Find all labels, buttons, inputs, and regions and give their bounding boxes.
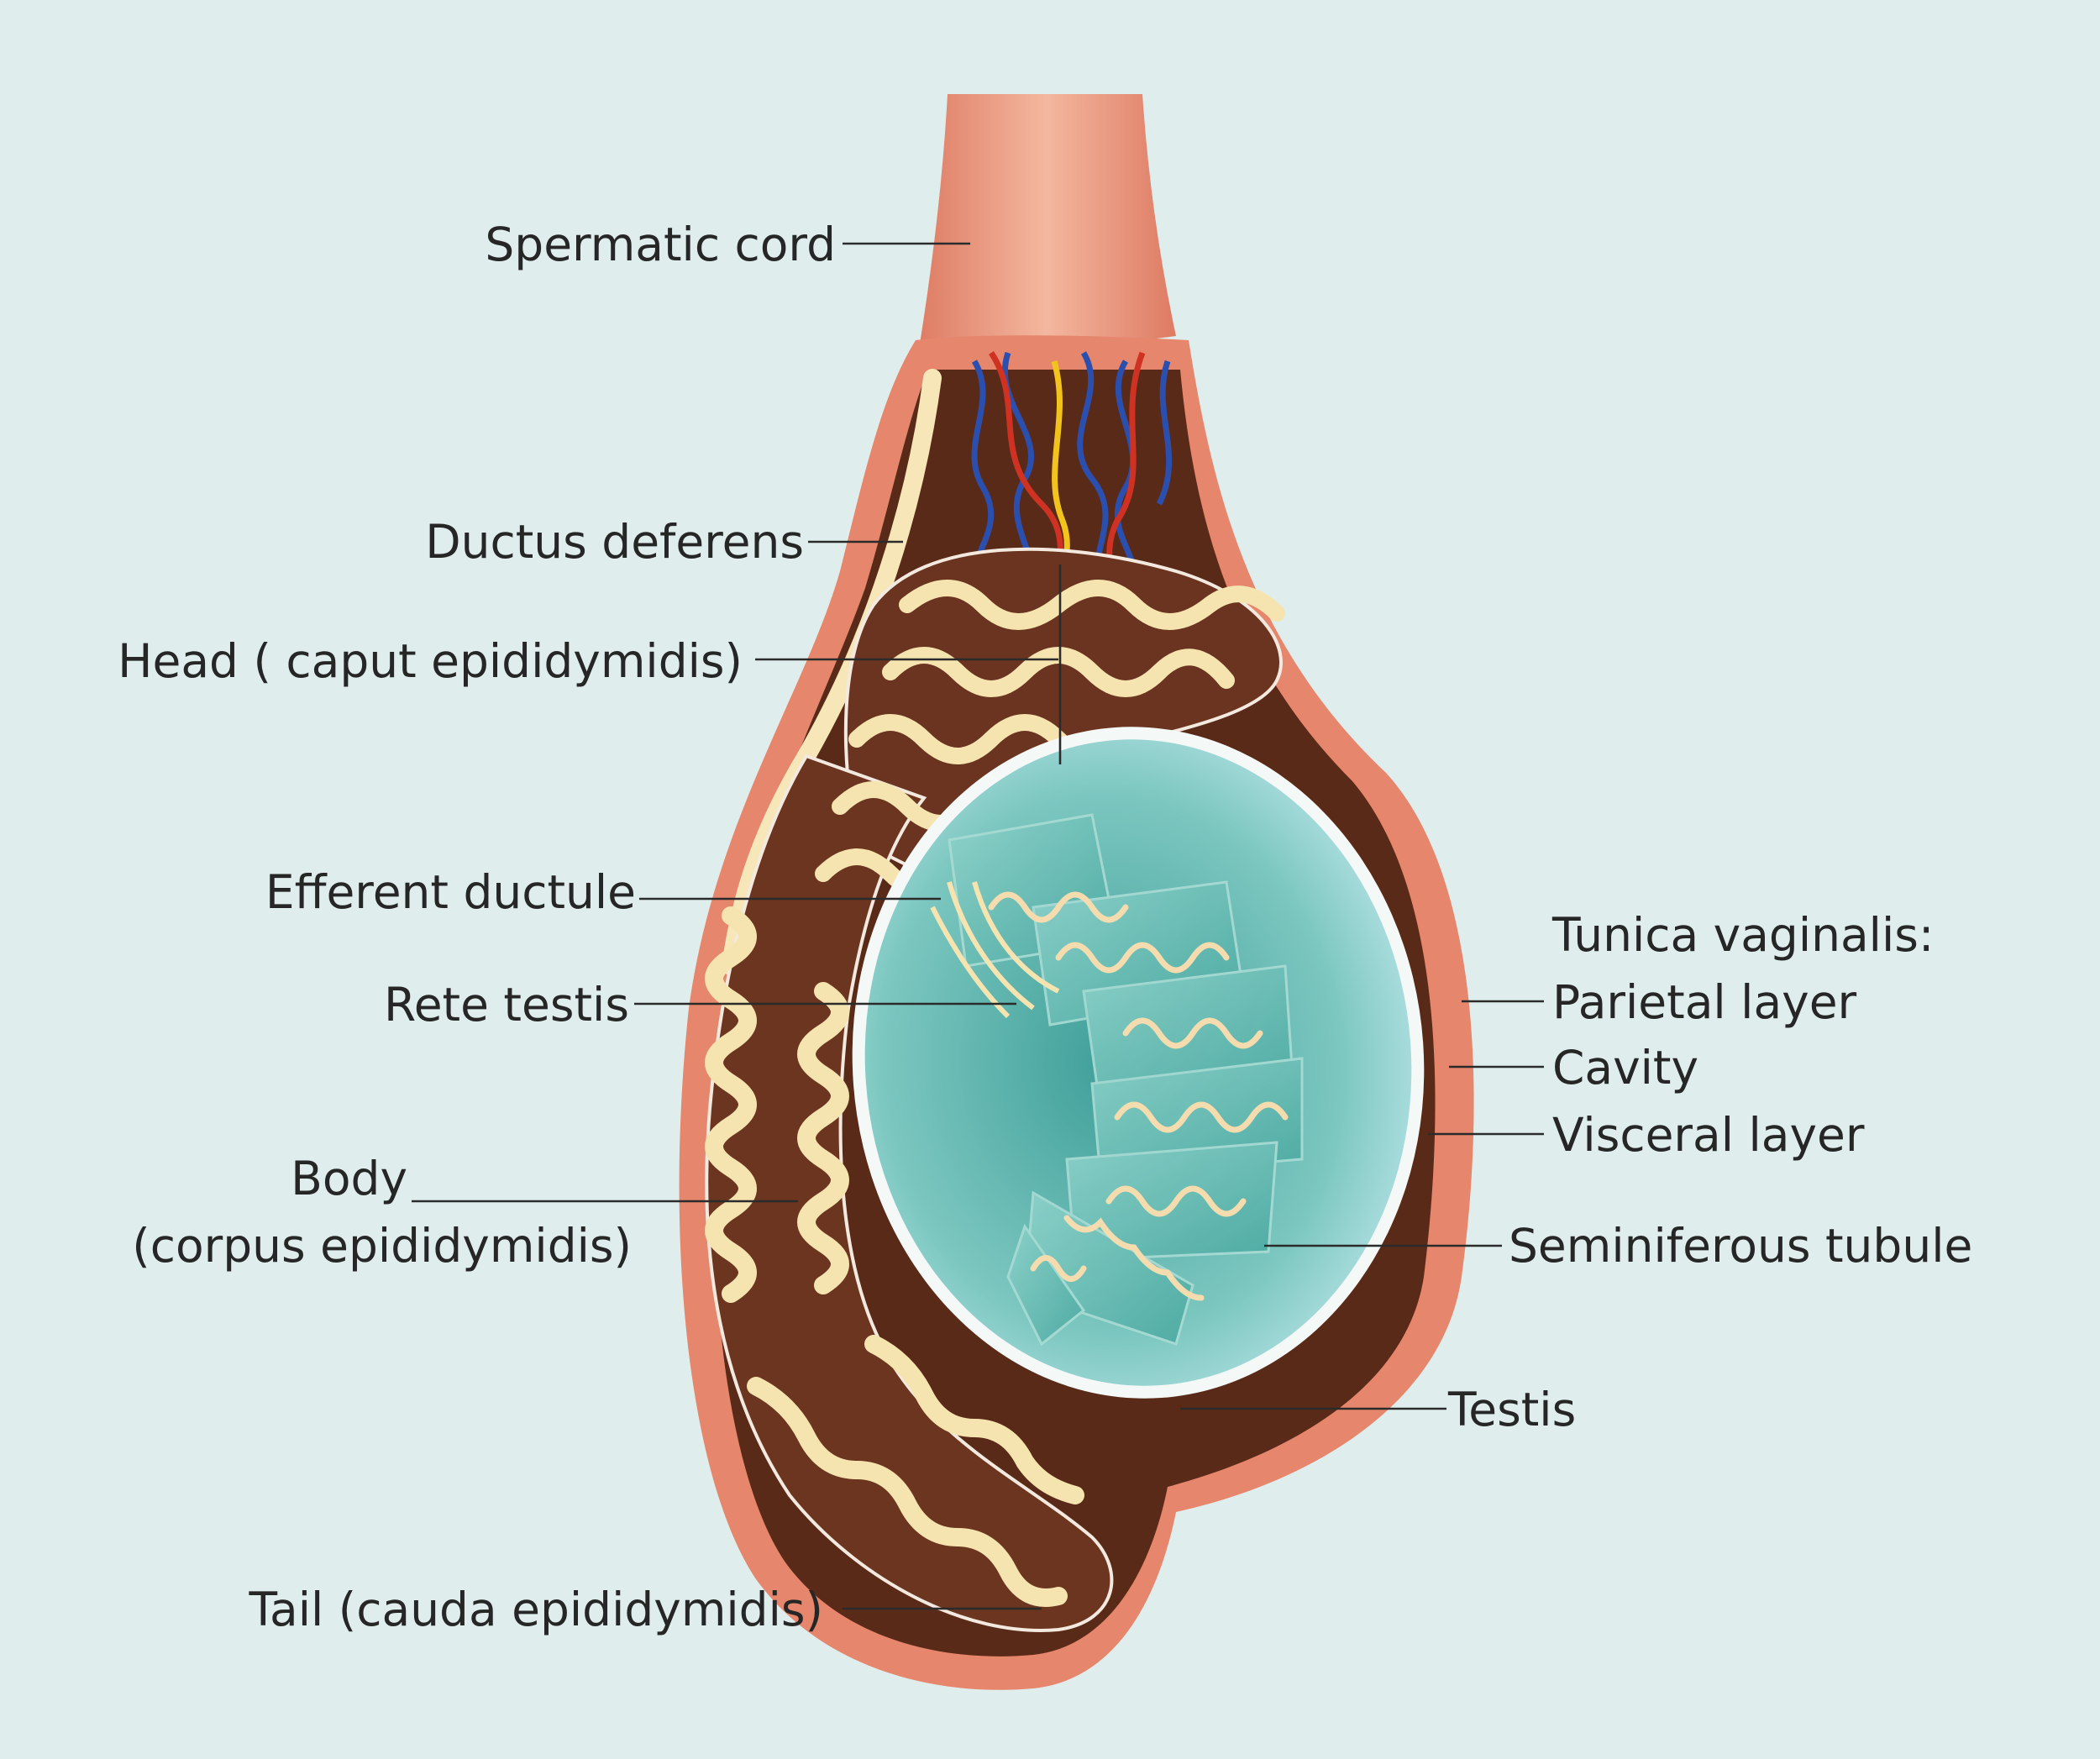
label-efferent-ductule: Efferent ductule [265, 865, 636, 919]
label-visceral-layer: Visceral layer [1552, 1108, 1865, 1162]
label-parietal-layer: Parietal layer [1552, 975, 1857, 1029]
label-tunica-vaginalis: Tunica vaginalis: [1551, 908, 1934, 962]
label-spermatic-cord: Spermatic cord [485, 218, 836, 271]
label-testis: Testis [1447, 1383, 1576, 1436]
seminiferous-tubule-coils [988, 891, 1289, 1301]
testis-lobules [948, 813, 1304, 1347]
label-head: Head ( caput epididymidis) [118, 634, 743, 688]
label-seminiferous-tubule: Seminiferous tubule [1509, 1219, 1972, 1273]
label-body-latin: (corpus epididymidis) [132, 1219, 632, 1273]
spermatic-cord-shape [916, 94, 1176, 370]
label-rete-testis: Rete testis [384, 978, 629, 1032]
epididymis-coils [705, 906, 1084, 1607]
rete-testis-lines [930, 881, 1060, 1019]
label-tail: Tail (cauda epididymidis) [249, 1583, 823, 1636]
label-ductus-deferens: Ductus deferens [425, 515, 804, 569]
label-cavity: Cavity [1552, 1041, 1698, 1095]
label-body: Body [291, 1152, 407, 1205]
leader-lines [412, 242, 1544, 1610]
